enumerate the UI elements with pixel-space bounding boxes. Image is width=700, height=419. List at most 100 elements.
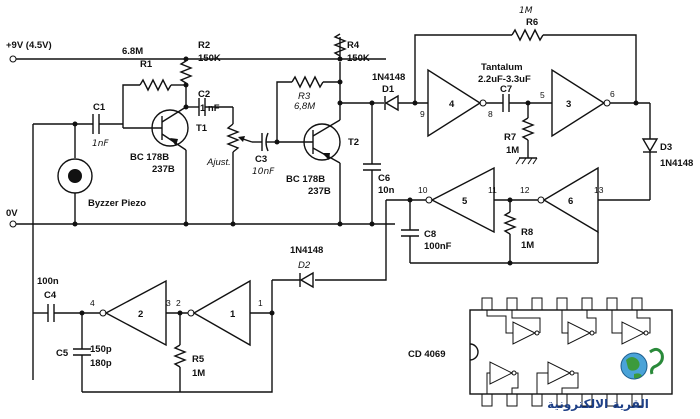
t2-alt: 237B: [308, 186, 331, 197]
capacitor-c5: C5 150p 180p: [56, 313, 112, 392]
c8-ref: C8: [424, 229, 436, 240]
ic-top-pins: [481, 297, 643, 311]
gate-4-id: 4: [449, 99, 455, 110]
resistor-r3: R3 6,8M: [274, 75, 343, 145]
c7-type: Tantalum: [481, 62, 523, 73]
c6-ref: C6: [378, 173, 390, 184]
resistor-r4: R4 150K: [333, 33, 370, 120]
gate-3-id: 3: [566, 99, 571, 110]
gate-1-in: 2: [176, 298, 181, 308]
capacitor-c3: C3 10nF: [252, 132, 277, 177]
r1-ref: R1: [140, 59, 153, 70]
gate-2-out: 3: [166, 298, 171, 308]
d2-part: 1N4148: [290, 245, 323, 256]
inverter-gate-2: 2 4 3: [90, 279, 188, 347]
r8-ref: R8: [521, 227, 533, 238]
r5-value: 1M: [192, 368, 205, 379]
capacitor-c1: C1 1nF: [33, 102, 123, 149]
r7-value: 1M: [506, 145, 519, 156]
ground-rail: 0V: [6, 208, 395, 228]
ic-cd4069-pinout: CD 4069: [408, 297, 673, 407]
transistor-t2: T2 BC 178B 237B: [277, 119, 359, 227]
diode-d1: 1N4148 D1: [372, 72, 428, 112]
gate-5-id: 5: [462, 196, 468, 207]
potentiometer-adjust: Ajust.: [206, 123, 253, 227]
c7-value: 2.2uF-3.3uF: [478, 74, 531, 85]
d1-part: 1N4148: [372, 72, 405, 83]
t1-ref: T1: [196, 123, 208, 134]
supply-rail: +9V (4.5V): [6, 40, 386, 63]
c4-value: 100n: [37, 276, 59, 287]
d3-ref: D3: [660, 142, 672, 153]
c7-ref: C7: [500, 84, 512, 95]
r6-value: 1M: [519, 6, 533, 16]
gate-4-in: 9: [420, 109, 425, 119]
t1-part: BC 178B: [130, 152, 169, 163]
c4-ref: C4: [44, 290, 57, 301]
gate-1-id: 1: [230, 309, 236, 320]
piezo-label: Byzzer Piezo: [88, 198, 146, 209]
gate-3-in: 5: [540, 90, 545, 100]
c5-value2: 180p: [90, 358, 112, 369]
c2-value: 1 nF: [200, 103, 220, 114]
buzzer-piezo: Byzzer Piezo: [57, 124, 146, 227]
t2-part: BC 178B: [286, 174, 325, 185]
oscillator-loop-wire: [82, 313, 273, 393]
r5-ref: R5: [192, 354, 205, 365]
gate-1-out: 1: [258, 298, 263, 308]
c5-ref: C5: [56, 348, 69, 359]
r2-value: 150K: [198, 53, 221, 64]
r6-ref: R6: [526, 17, 538, 28]
transistor-t1: T1 BC 178B 237B: [122, 106, 208, 227]
gate-2-in: 4: [90, 298, 95, 308]
site-logo: القرية الالكترونية: [547, 347, 664, 412]
logo-text: القرية الالكترونية: [547, 397, 649, 412]
ground-label: 0V: [6, 208, 18, 219]
ic-internal-inverters: [486, 310, 651, 394]
d2-ref: D2: [298, 260, 311, 271]
r7-ref: R7: [504, 132, 516, 143]
resistor-r7: R7 1M: [504, 103, 538, 165]
inverter-gate-6: 6 12 13: [494, 166, 604, 234]
pot-label: Ajust.: [206, 157, 231, 168]
c1-ref: C1: [93, 102, 106, 113]
r3-value: 6,8M: [294, 101, 315, 112]
diode-d3: D3 1N4148: [598, 103, 693, 201]
capacitor-c2: C2 1 nF: [183, 89, 234, 124]
c3-ref: C3: [255, 154, 267, 165]
t1-alt: 237B: [152, 164, 175, 175]
gate-5-in: 10: [418, 185, 428, 195]
gate-6-out: 13: [594, 185, 604, 195]
inverter-gate-1: 1 2 1: [176, 279, 275, 347]
c5-value1: 150p: [90, 344, 112, 355]
d1-ref: D1: [382, 84, 395, 95]
d3-part: 1N4148: [660, 158, 693, 169]
capacitor-c6: C6 10n: [340, 100, 395, 227]
r2-ref: R2: [198, 40, 210, 51]
c2-ref: C2: [198, 89, 210, 100]
supply-label: +9V (4.5V): [6, 40, 52, 51]
ic-body: [469, 309, 673, 395]
r8-value: 1M: [521, 240, 534, 251]
r1-value: 6.8M: [122, 46, 143, 57]
diode-d2: 1N4148 D2: [271, 245, 323, 313]
r3-ref: R3: [298, 91, 311, 102]
gate-5-out: 11: [488, 185, 497, 195]
gate-6-in: 12: [520, 185, 530, 195]
gate-2-id: 2: [138, 309, 143, 320]
c3-value: 10nF: [252, 167, 275, 177]
resistor-r6: R6 1M: [414, 6, 637, 103]
wire-to-d2: [315, 200, 387, 281]
c1-value: 1nF: [92, 139, 109, 149]
resistor-r1: 6.8M R1: [122, 46, 186, 115]
r4-value: 150K: [347, 53, 370, 64]
c8-value: 100nF: [424, 241, 452, 252]
r4-ref: R4: [347, 40, 360, 51]
ic-part-label: CD 4069: [408, 349, 446, 360]
gate-4-out: 8: [488, 109, 493, 119]
t2-ref: T2: [348, 137, 359, 148]
resistor-r5: R5 1M: [173, 313, 205, 392]
c6-value: 10n: [378, 185, 395, 196]
inverter-gate-3: 3 5 6: [540, 68, 650, 138]
